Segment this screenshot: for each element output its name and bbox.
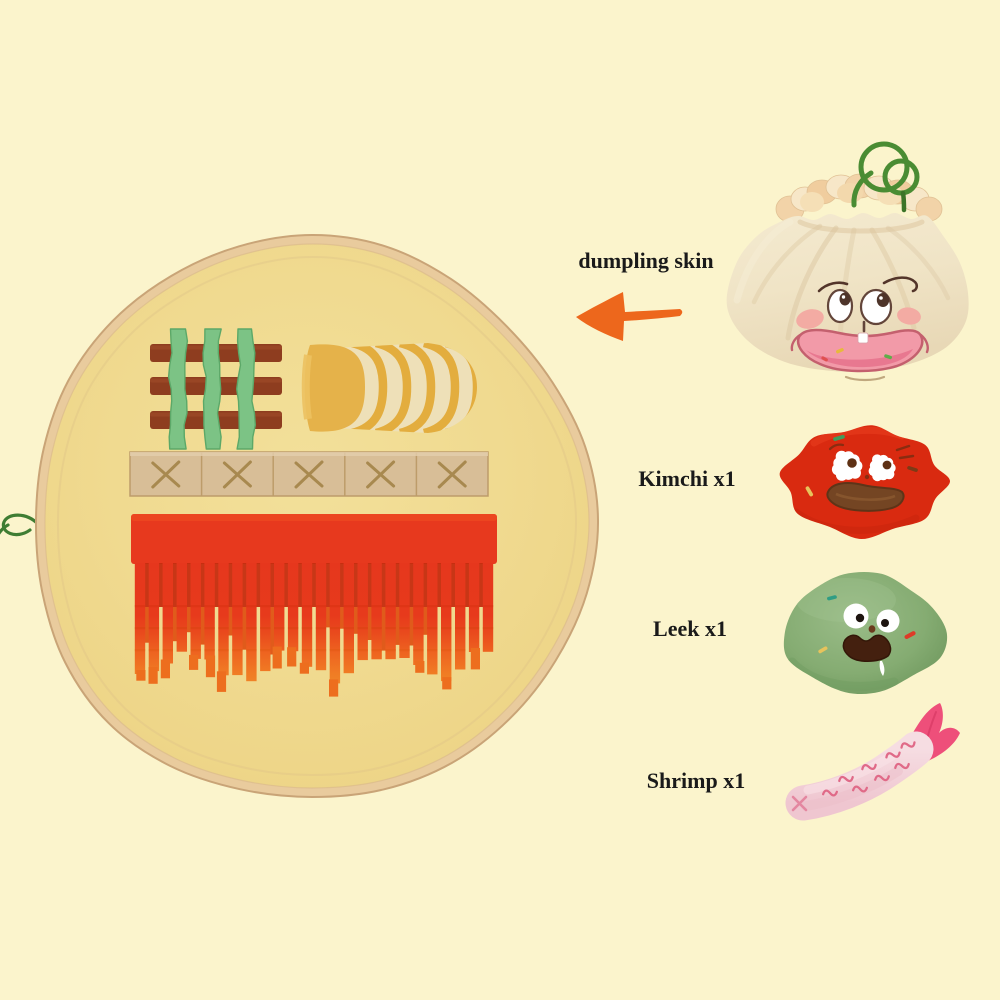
svg-text:Leek x1: Leek x1 [653,616,727,641]
svg-text:Kimchi x1: Kimchi x1 [638,466,735,491]
svg-text:Shrimp x1: Shrimp x1 [647,768,745,793]
svg-text:dumpling skin: dumpling skin [578,248,713,273]
